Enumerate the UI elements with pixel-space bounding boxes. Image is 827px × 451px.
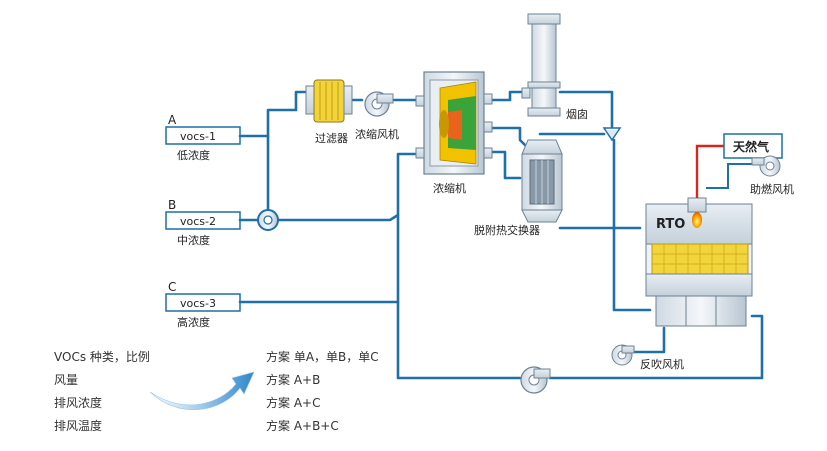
main-exhaust-fan [520,366,551,394]
factor-item: VOCs 种类，比例 [54,350,150,364]
scheme-item: 方案 单A，单B，单C [266,350,379,364]
stream-c-letter: C [168,280,176,294]
pipe-chimney-valve [558,90,614,130]
stream-b-letter: B [168,198,176,212]
pipe-backblow-rto [628,326,666,354]
factor-item: 排风温度 [54,419,103,433]
filter-label: 过滤器 [315,132,348,145]
stream-b: B vocs-2 中浓度 [165,198,241,247]
three-way-valve [602,127,622,142]
desorption-heat-exchanger: 脱附热交换器 [474,139,563,237]
stream-a-tag: vocs-1 [180,130,216,143]
piping [238,90,764,380]
pipe-mixer-right [276,213,400,222]
mixer-junction [257,209,279,231]
natural-gas-label: 天然气 [733,139,769,154]
conc-fan-label: 浓缩风机 [355,127,399,141]
pipe-conc-hx [484,126,528,148]
backblow-fan-label: 反吹风机 [640,357,684,371]
natural-gas: 天然气 [695,133,783,198]
stream-b-label: 中浓度 [177,233,210,247]
concentrator-label: 浓缩机 [433,181,466,195]
scheme-item: 方案 A+B [266,373,321,387]
rto-label: RTO [656,217,685,232]
factor-list: VOCs 种类，比例 风量 排风浓度 排风温度 [54,346,150,438]
stream-c-label: 高浓度 [177,315,210,329]
stream-a-label: 低浓度 [177,148,210,162]
concentration-fan: 浓缩风机 [355,91,399,141]
scheme-item: 方案 A+B+C [266,419,339,433]
pipe-conc-chimney [484,90,524,102]
pipe-conc-hx2 [484,150,522,180]
rto-unit: RTO [645,197,753,327]
stream-a-letter: A [168,113,177,127]
filter: 过滤器 [305,79,353,145]
factor-item: 风量 [54,373,79,387]
burner-fan-label: 助燃风机 [750,182,794,196]
chimney-label: 烟囱 [566,107,588,121]
pipe-valve-rto [612,138,652,312]
stream-b-tag: vocs-2 [180,215,216,228]
stream-a: A vocs-1 低浓度 [165,113,241,162]
concentrator: 浓缩机 [415,71,493,195]
chimney: 烟囱 [521,13,588,121]
pipe-burner-fan [706,163,762,189]
stream-c: C vocs-3 高浓度 [165,280,241,329]
scheme-item: 方案 A+C [266,396,321,410]
pipe-main-bus [396,152,524,380]
scheme-list: 方案 单A，单B，单C 方案 A+B 方案 A+C 方案 A+B+C [266,346,379,438]
burner-fan: 助燃风机 [750,155,794,196]
pipe-stream-a [238,90,308,138]
desorb-hx-label: 脱附热交换器 [474,223,540,237]
factor-item: 排风浓度 [54,396,103,410]
stream-c-tag: vocs-3 [180,297,216,310]
curved-arrow-icon [149,371,255,411]
pipe-backblow-return [548,314,764,380]
backblow-fan: 反吹风机 [611,344,684,371]
